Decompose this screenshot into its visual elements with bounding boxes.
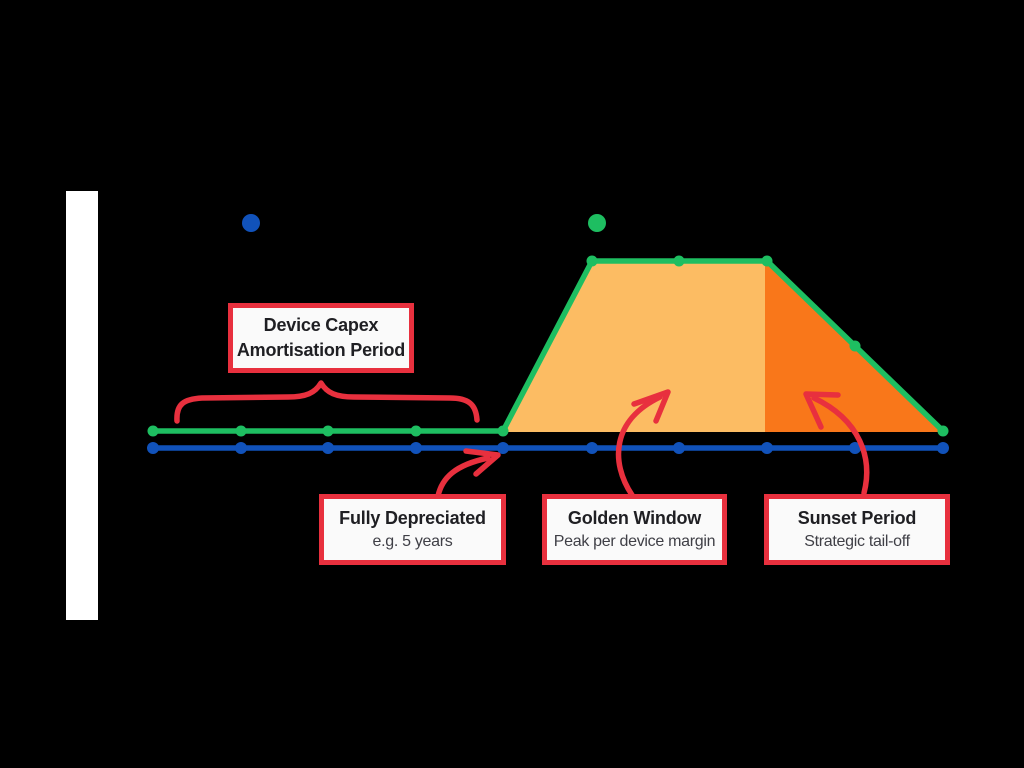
callout-subtitle: e.g. 5 years (372, 533, 453, 550)
green-margin-line-marker (322, 425, 334, 437)
blue-baseline-marker (497, 442, 509, 454)
green-margin-line-marker (586, 255, 598, 267)
callout-device-capex: Device Capex Amortisation Period (228, 303, 414, 373)
blue-baseline-marker (849, 442, 861, 454)
green-margin-line (150, 258, 946, 434)
blue-baseline-marker (586, 442, 598, 454)
callout-title: Fully Depreciated (339, 508, 486, 528)
callout-title-line2: Amortisation Period (236, 340, 406, 360)
y-axis-bar (66, 191, 98, 620)
callout-title: Golden Window (567, 508, 702, 528)
green-margin-line-marker (147, 425, 159, 437)
fully-depreciated-arrow-head (463, 448, 501, 477)
callout-title: Device Capex (263, 315, 379, 335)
callout-title: Sunset Period (797, 508, 917, 528)
green-margin-line-marker (849, 340, 861, 352)
callout-subtitle: Peak per device margin (553, 533, 716, 550)
sunset-arrow-shaft (811, 395, 870, 496)
blue-baseline-marker (235, 442, 247, 454)
legend-dot-green (588, 214, 606, 232)
callout-fully-depreciated: Fully Depreciated e.g. 5 years (319, 494, 506, 565)
sunset-arrow-head (803, 391, 841, 430)
fully-depreciated-arrow-shaft (435, 455, 491, 499)
amortisation-brace (174, 380, 480, 424)
golden-window-arrow-head (631, 389, 671, 424)
blue-baseline-marker (322, 442, 334, 454)
blue-baseline-marker (147, 442, 159, 454)
golden-window-fill (503, 261, 765, 432)
callout-sunset-period: Sunset Period Strategic tail-off (764, 494, 950, 565)
callout-golden-window: Golden Window Peak per device margin (542, 494, 727, 565)
blue-baseline-marker (410, 442, 422, 454)
green-margin-line-marker (497, 425, 509, 437)
green-margin-line-marker (761, 255, 773, 267)
blue-baseline-marker (937, 442, 949, 454)
blue-baseline-marker (761, 442, 773, 454)
golden-window-arrow-shaft (615, 394, 663, 498)
green-margin-line-marker (410, 425, 422, 437)
blue-baseline-marker (673, 442, 685, 454)
green-margin-line-marker (235, 425, 247, 437)
callout-subtitle: Strategic tail-off (804, 533, 910, 550)
green-margin-line-marker (673, 255, 685, 267)
legend-dot-blue (242, 214, 260, 232)
green-margin-line-marker (937, 425, 949, 437)
